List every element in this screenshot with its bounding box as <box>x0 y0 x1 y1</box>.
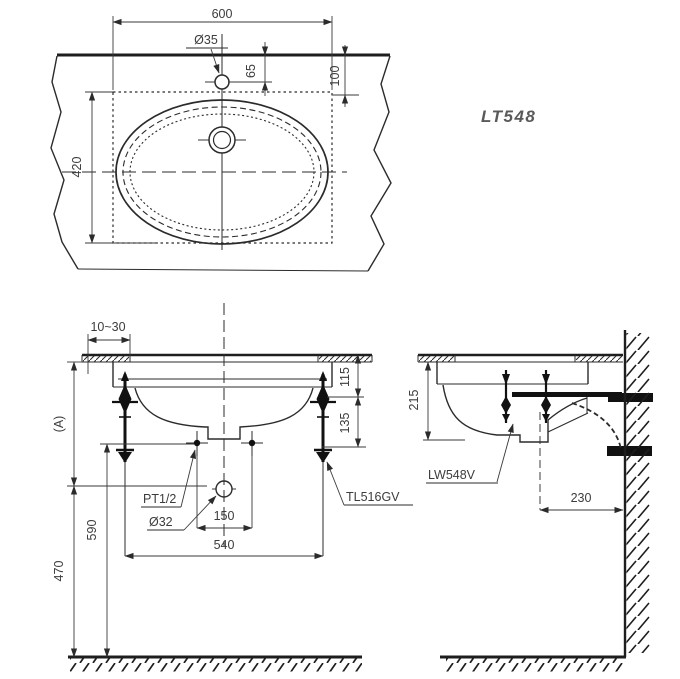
break-line-left <box>50 55 79 270</box>
basin-model-leader <box>496 423 514 483</box>
faucet-hole-leader <box>210 48 220 74</box>
supply-thread-label: PT1/2 <box>143 492 176 506</box>
wall-hatch <box>626 333 650 653</box>
dim-540-text: 540 <box>214 538 235 552</box>
mounting-bolt-right <box>310 371 336 556</box>
valve-model-label: TL516GV <box>346 490 400 504</box>
supply-point-left <box>186 431 208 528</box>
dim-470-text: 470 <box>52 561 66 582</box>
dim-A-text: (A) <box>52 416 66 433</box>
floor-hatch-side <box>446 658 624 672</box>
dim-150-text: 150 <box>214 509 235 523</box>
supply-point-right <box>241 431 263 528</box>
plan-view: 600 Ø35 65 100 420 <box>50 7 392 272</box>
slab-hatch-right <box>319 356 371 362</box>
break-line-right <box>367 55 392 272</box>
basin-section <box>112 362 333 440</box>
dim-230-text: 230 <box>571 491 592 505</box>
supply-thread-leader <box>180 449 196 508</box>
slab-hatch-left-side <box>419 356 454 362</box>
drain-plan <box>198 126 246 154</box>
bolt-side-back <box>541 370 551 423</box>
floor-hatch-front <box>70 658 362 672</box>
dim-420-text: 420 <box>70 157 84 178</box>
front-view: 10~30 (A) 470 590 540 150 115 135 PT1/2 … <box>52 303 413 672</box>
drain-dia-label: Ø32 <box>149 515 173 529</box>
drain-pipe-curve <box>571 402 622 450</box>
faucet-hole-label: Ø35 <box>194 33 218 47</box>
dim-65-text: 65 <box>244 64 258 78</box>
basin-profile-side <box>436 362 589 443</box>
slab-hatch-left <box>83 356 129 362</box>
counter-back-edge <box>77 268 369 272</box>
dim-135-text: 135 <box>338 413 352 434</box>
slab-hatch-right-side <box>576 356 622 362</box>
side-view: 215 230 LW548V <box>407 330 653 672</box>
dim-100-text: 100 <box>328 66 342 87</box>
dim-600-text: 600 <box>212 7 233 21</box>
wall-bracket-bar <box>512 392 622 397</box>
drain-dia-leader <box>183 495 217 531</box>
dim-overhang-text: 10~30 <box>90 320 125 334</box>
basin-model-label: LW548V <box>428 468 476 482</box>
valve-model-leader <box>326 461 345 506</box>
dim-590-text: 590 <box>85 520 99 541</box>
bolt-side-front <box>501 370 511 423</box>
dim-115-text: 115 <box>338 367 352 387</box>
dim-215-text: 215 <box>407 390 421 411</box>
model-code: LT548 <box>481 107 536 126</box>
mounting-bolt-left <box>112 371 138 556</box>
